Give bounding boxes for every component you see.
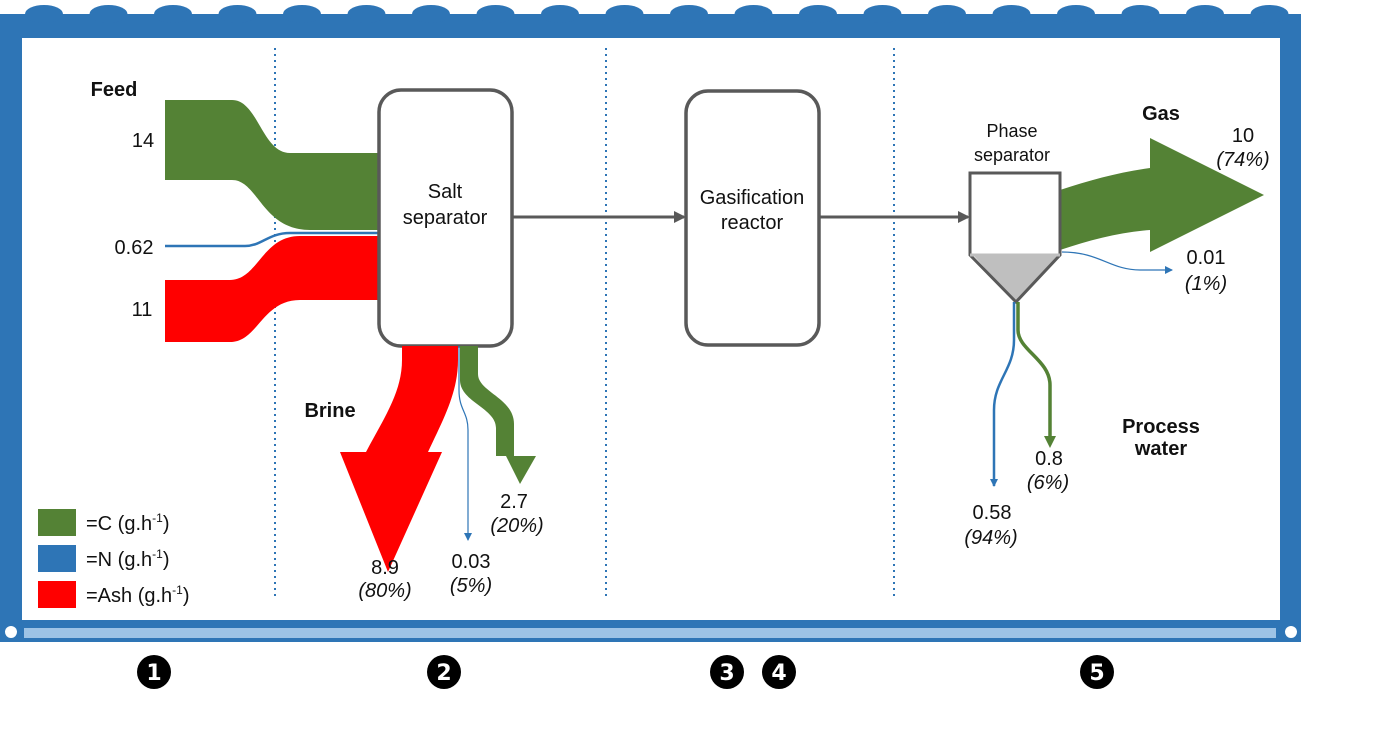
phase-separator-label-2: separator: [974, 145, 1050, 165]
svg-text:3: 3: [719, 661, 734, 686]
brine-carbon-value: 2.7: [500, 491, 528, 513]
frame-scallop: [1250, 5, 1289, 23]
reactor-label-2: reactor: [721, 212, 784, 234]
frame-scallop: [1186, 5, 1224, 23]
legend-ash-swatch: [38, 581, 76, 608]
brine-nitrogen-value: 0.03: [452, 551, 491, 573]
feed-nitrogen-value: 0.62: [115, 237, 154, 259]
frame-scallop: [412, 5, 450, 23]
water-carbon-arrow: [1016, 302, 1052, 438]
gas-carbon-value: 10: [1232, 125, 1254, 147]
water-carbon-arrowhead: [1044, 436, 1056, 448]
brine-nitrogen-pct: (5%): [450, 575, 492, 597]
feed-nitrogen-stream: [165, 231, 380, 248]
frame-scallop: [799, 5, 837, 23]
legend-nitrogen-swatch: [38, 545, 76, 572]
gas-nitrogen-arrow: [1061, 251, 1173, 274]
gas-nitrogen-value: 0.01: [1187, 247, 1226, 269]
stage-marker-5: 5: [1080, 655, 1114, 689]
frame-scallop: [476, 5, 515, 23]
frame-scallop: [670, 5, 708, 23]
brine-carbon-arrow: [460, 346, 536, 484]
frame-scallop: [734, 5, 773, 23]
frame-scallop: [992, 5, 1031, 23]
water-nitrogen-arrow: [990, 302, 1016, 487]
legend-carbon-swatch: [38, 509, 76, 536]
legend: =C (g.h-1) =N (g.h-1) =Ash (g.h-1): [38, 509, 190, 608]
frame-scallop: [25, 5, 63, 23]
brine-ash-arrow: [340, 346, 458, 572]
legend-nitrogen-label: =N (g.h-1): [86, 547, 170, 571]
stage-marker-3: 3: [710, 655, 744, 689]
gas-title: Gas: [1142, 103, 1180, 125]
feed-ash-value: 11: [132, 299, 153, 321]
svg-text:2: 2: [436, 661, 451, 686]
frame-scallop: [154, 5, 192, 23]
process-water-title-2: water: [1134, 438, 1187, 460]
feed-carbon-value: 14: [132, 130, 154, 152]
reactor-label-1: Gasification: [700, 187, 805, 209]
process-water-title-1: Process: [1122, 416, 1200, 438]
svg-text:5: 5: [1089, 661, 1104, 686]
frame-scallops: [25, 5, 1289, 23]
water-nitrogen-pct: (94%): [964, 527, 1017, 549]
brine-ash-value: 8.9: [371, 557, 399, 579]
brine-carbon-pct: (20%): [490, 515, 543, 537]
salt-separator-label-1: Salt: [428, 181, 463, 203]
frame-scallop: [283, 5, 321, 23]
legend-ash-label: =Ash (g.h-1): [86, 583, 190, 607]
water-nitrogen-value: 0.58: [973, 502, 1012, 524]
phase-separator-label-1: Phase: [986, 121, 1037, 141]
frame-scallop: [1057, 5, 1095, 23]
stage-marker-4: 4: [762, 655, 796, 689]
svg-text:4: 4: [771, 661, 786, 686]
gas-nitrogen-pct: (1%): [1185, 273, 1227, 295]
frame-scallop: [218, 5, 257, 23]
water-carbon-value: 0.8: [1035, 448, 1063, 470]
feed-ash-stream: [165, 236, 380, 342]
frame-scallop: [928, 5, 966, 23]
frame-scallop: [605, 5, 644, 23]
svg-text:1: 1: [146, 661, 161, 686]
salt-separator-label-2: separator: [403, 207, 488, 229]
gas-carbon-pct: (74%): [1216, 149, 1269, 171]
gas-carbon-arrow: [1060, 138, 1264, 252]
water-carbon-pct: (6%): [1027, 472, 1069, 494]
brine-nitrogen-arrow: [458, 346, 472, 541]
frame-scallop: [541, 5, 579, 23]
frame-scallop: [347, 5, 386, 23]
stage-marker-1: 1: [137, 655, 171, 689]
phase-separator-vessel: [968, 171, 1062, 305]
stage-dividers: [274, 48, 895, 598]
feed-title: Feed: [91, 79, 138, 101]
brine-title: Brine: [304, 400, 355, 422]
frame-scallop: [863, 5, 902, 23]
frame-scallop: [1121, 5, 1160, 23]
feed-carbon-stream: [165, 100, 380, 230]
stage-marker-2: 2: [427, 655, 461, 689]
brine-ash-pct: (80%): [358, 580, 411, 602]
frame-scallop: [89, 5, 128, 23]
legend-carbon-label: =C (g.h-1): [86, 511, 170, 535]
